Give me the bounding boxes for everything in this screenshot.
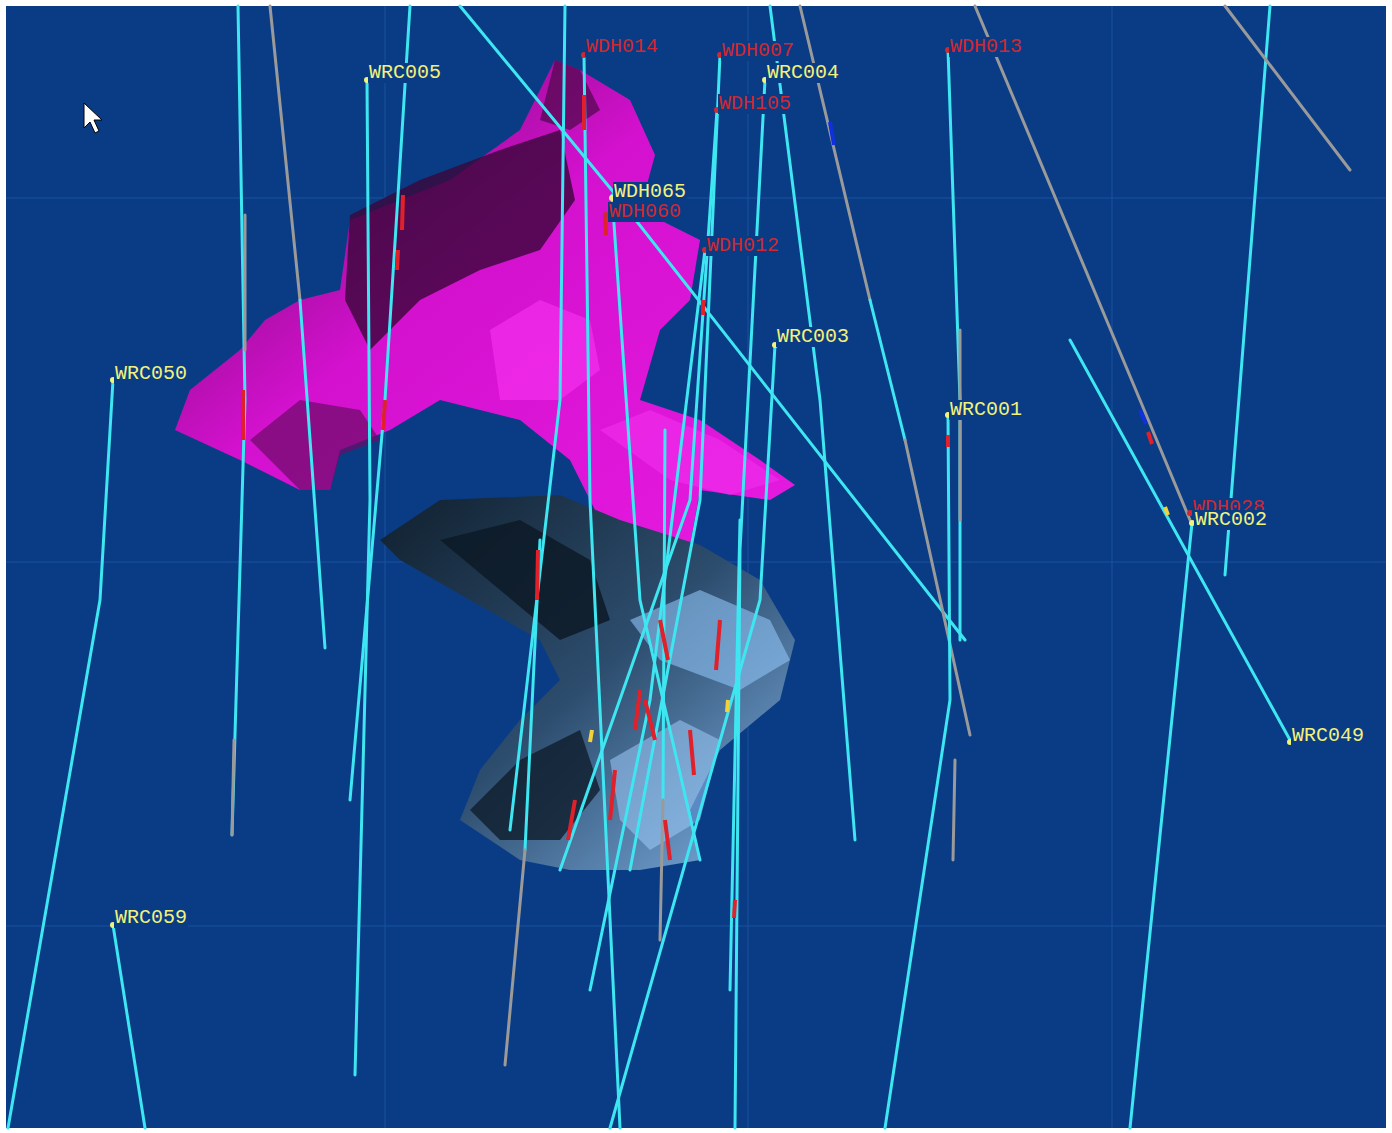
viewport-ground: [6, 6, 1386, 1128]
hole-label: WDH013: [949, 37, 1023, 57]
hole-label: WRC049: [1291, 726, 1365, 746]
hole-label: WRC001: [949, 400, 1023, 420]
hole-label: WRC003: [776, 327, 850, 347]
hole-label: WDH060: [608, 202, 682, 222]
hole-label: WRC005: [368, 63, 442, 83]
mouse-cursor: [84, 103, 102, 133]
hole-label: WDH105: [718, 94, 792, 114]
frame: [0, 0, 1392, 6]
drill-holes: [8, 6, 1350, 1128]
hole-label: WRC004: [766, 63, 840, 83]
hole-label: WDH012: [706, 236, 780, 256]
hole-label: WDH014: [585, 37, 659, 57]
hole-label: WDH007: [721, 41, 795, 61]
hole-label: WRC002: [1194, 510, 1268, 530]
hole-label: WRC050: [114, 364, 188, 384]
grid-lines: [6, 6, 1386, 1128]
collar-dots: [110, 47, 1293, 928]
hole-label: WRC059: [114, 908, 188, 928]
assay-intervals: [243, 95, 1168, 918]
hole-label: WDH065: [613, 182, 687, 202]
